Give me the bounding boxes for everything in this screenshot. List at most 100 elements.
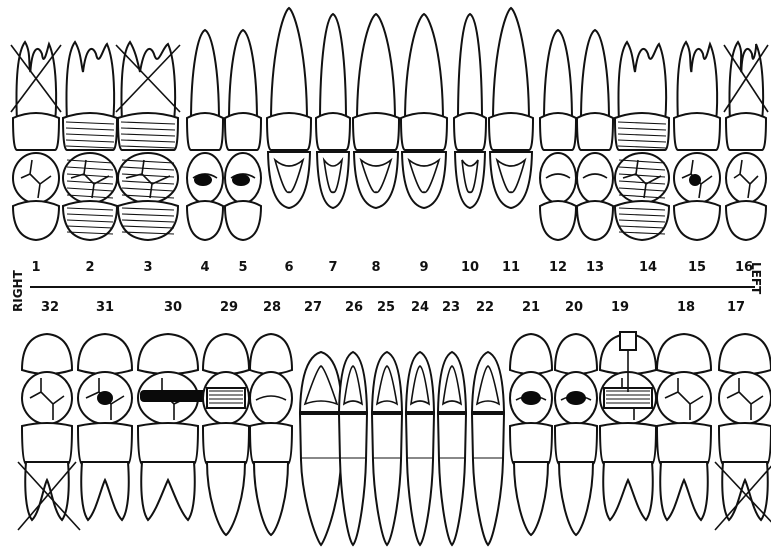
tooth-number: 28 — [263, 300, 281, 315]
tooth-crown — [250, 423, 292, 464]
lingual-crown — [657, 334, 711, 374]
tooth-crown — [615, 113, 669, 150]
tooth-crown — [316, 113, 350, 150]
tooth-crown — [401, 113, 447, 150]
tooth-root — [581, 30, 609, 122]
tooth-root — [729, 42, 763, 122]
lingual-crown — [203, 334, 249, 374]
tooth-root — [493, 8, 529, 122]
lower-tooth-29 — [203, 334, 249, 535]
lower-tooth-32 — [18, 334, 80, 530]
tooth-number: 1 — [31, 260, 40, 275]
tooth-root — [514, 462, 548, 535]
tooth-crown — [187, 113, 223, 150]
tooth-number: 25 — [377, 300, 395, 315]
tooth-crown — [225, 113, 261, 150]
occlusal-surface — [577, 153, 613, 203]
tooth-number: 24 — [411, 300, 429, 315]
tooth-number: 29 — [220, 300, 238, 315]
upper-tooth-16 — [724, 42, 768, 240]
tooth-crown — [406, 414, 434, 545]
upper-tooth-15 — [674, 42, 720, 240]
tooth-crown — [674, 113, 720, 150]
tooth-root — [121, 42, 175, 122]
tooth-number: 12 — [549, 260, 567, 275]
tooth-number: 3 — [143, 260, 152, 275]
tooth-crown — [267, 113, 311, 150]
lower-tooth-21 — [510, 334, 552, 535]
filling-mark — [566, 391, 586, 405]
incisal-surface — [317, 152, 349, 208]
lingual-crown — [674, 201, 720, 240]
incisal-surface — [455, 152, 485, 208]
upper-arch — [11, 8, 768, 240]
occlusal-surface — [726, 153, 766, 203]
tooth-crown — [138, 423, 198, 464]
tooth-root — [544, 30, 572, 122]
tooth-crown — [78, 423, 132, 464]
tooth-number: 26 — [345, 300, 363, 315]
tooth-crown — [339, 414, 367, 545]
tooth-root — [16, 42, 56, 122]
lower-tooth-18 — [657, 334, 711, 520]
tooth-crown — [577, 113, 613, 150]
lingual-crown — [78, 334, 132, 374]
tooth-root — [320, 14, 346, 122]
tooth-crown — [438, 414, 466, 545]
tooth-root — [191, 30, 219, 122]
incisal-surface — [438, 352, 466, 412]
incisal-surface — [339, 352, 367, 412]
lingual-crown — [540, 201, 576, 240]
upper-tooth-2 — [63, 42, 117, 240]
tooth-number: 32 — [41, 300, 59, 315]
tooth-crown — [353, 113, 399, 150]
tooth-crown — [489, 113, 533, 150]
upper-tooth-numbers: 1 2 3 4 5 6 7 8 9 10 11 12 13 14 15 16 — [31, 260, 753, 275]
occlusal-surface — [540, 153, 576, 203]
tooth-crown — [22, 423, 72, 464]
filling-mark — [194, 174, 212, 186]
upper-tooth-7 — [316, 14, 350, 208]
tooth-root — [207, 462, 245, 535]
lingual-crown — [225, 201, 261, 240]
tooth-crown — [63, 113, 117, 150]
tooth-crown — [472, 414, 504, 545]
tooth-crown — [118, 113, 178, 150]
tooth-crown — [719, 423, 771, 464]
tooth-crown — [657, 423, 711, 464]
tooth-root — [559, 462, 593, 535]
tooth-number: 11 — [502, 260, 520, 275]
tooth-number: 5 — [238, 260, 247, 275]
tooth-number: 21 — [522, 300, 540, 315]
tooth-number: 23 — [442, 300, 460, 315]
tooth-root — [603, 462, 653, 520]
upper-tooth-10 — [454, 14, 486, 208]
lower-arch — [18, 332, 771, 545]
tooth-crown — [510, 423, 552, 464]
lingual-crown — [138, 334, 198, 374]
filling-mark — [689, 174, 701, 186]
filling-mark — [97, 391, 113, 405]
incisal-surface — [406, 352, 434, 412]
lingual-crown — [555, 334, 597, 374]
upper-tooth-5 — [225, 30, 261, 240]
lower-tooth-23 — [438, 352, 466, 545]
tooth-number: 31 — [96, 300, 114, 315]
tooth-number: 16 — [735, 260, 753, 275]
lower-tooth-20 — [555, 334, 597, 535]
upper-tooth-14 — [615, 42, 669, 240]
lingual-crown — [22, 334, 72, 374]
tooth-root — [66, 42, 114, 122]
tooth-number: 30 — [164, 300, 182, 315]
tooth-number: 22 — [476, 300, 494, 315]
tooth-crown — [13, 113, 59, 150]
tooth-number: 7 — [328, 260, 337, 275]
tooth-number: 19 — [611, 300, 629, 315]
tooth-root — [458, 14, 482, 122]
filling-mark — [521, 391, 541, 405]
upper-tooth-11 — [489, 8, 533, 208]
lingual-crown — [250, 334, 292, 374]
tooth-number: 2 — [85, 260, 94, 275]
upper-tooth-12 — [540, 30, 576, 240]
